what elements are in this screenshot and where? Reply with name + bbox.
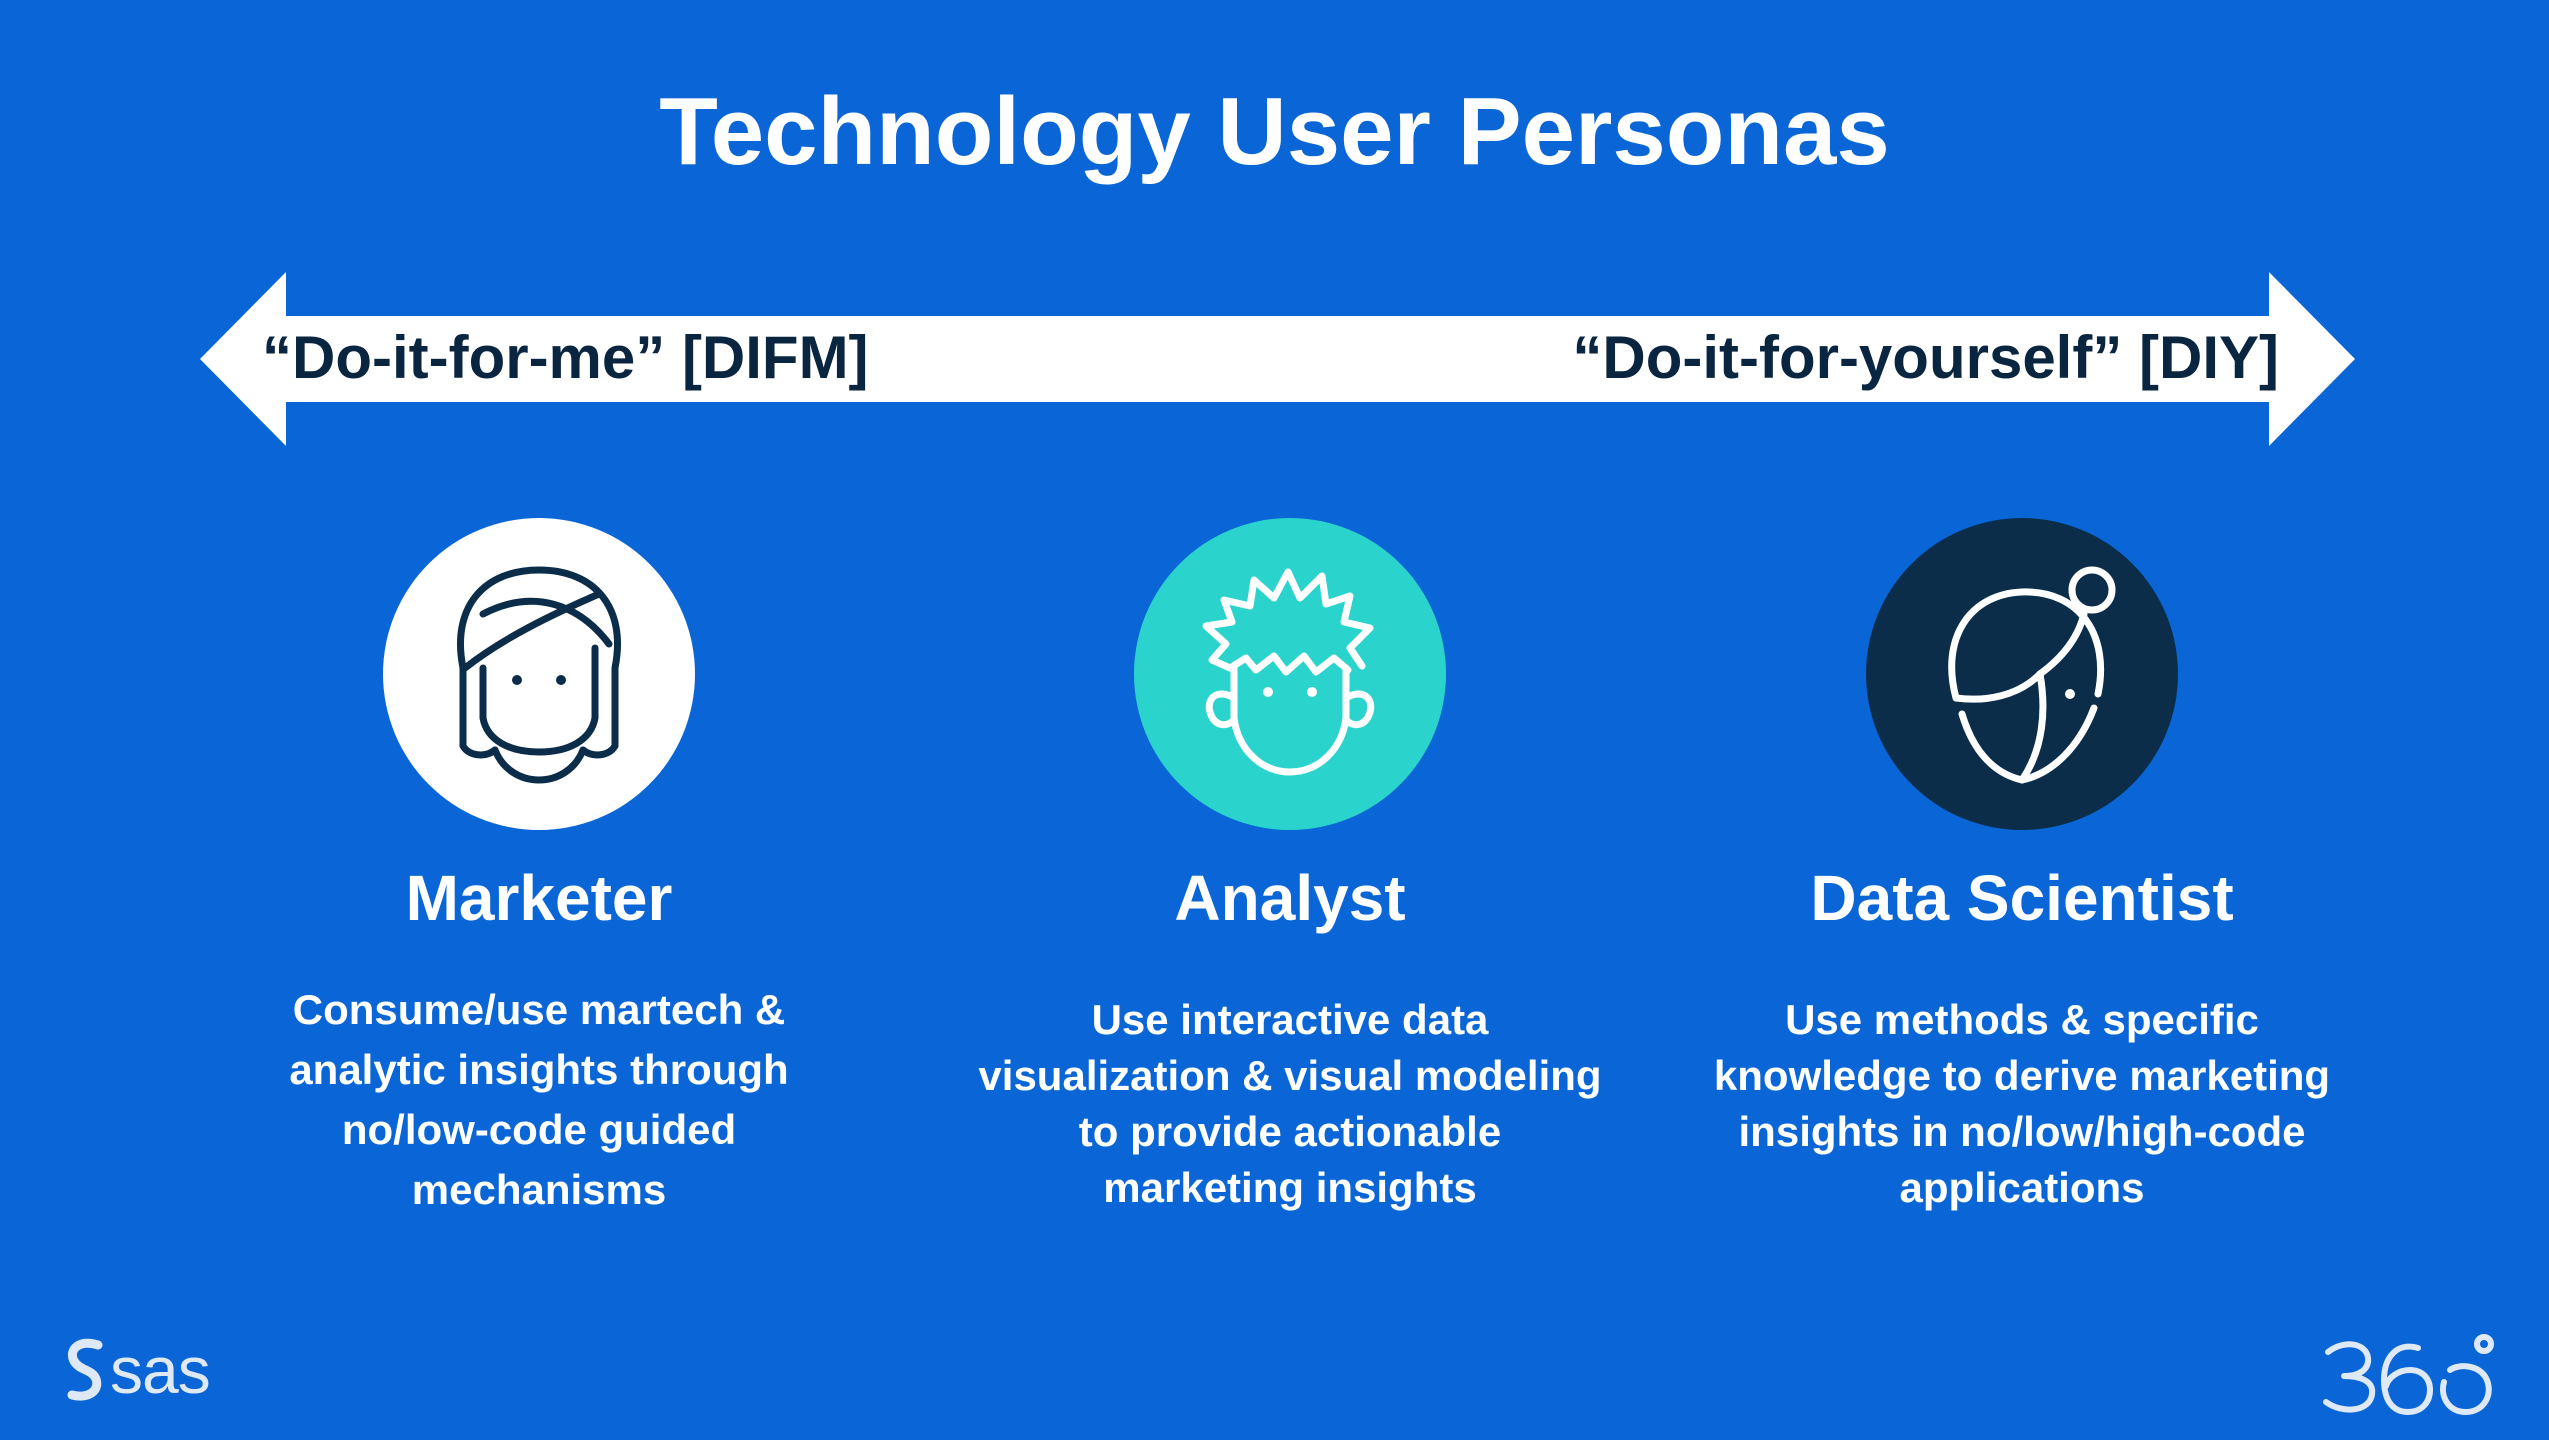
description-line: marketing insights xyxy=(1103,1164,1477,1211)
sas-wordmark: sas xyxy=(110,1333,211,1407)
diy-label: “Do-it-for-yourself” [DIY] xyxy=(1572,324,2279,391)
description-line: to provide actionable xyxy=(1078,1108,1502,1155)
persona-avatar-circle xyxy=(383,518,695,830)
persona-description: Use interactive data visualization & vis… xyxy=(890,992,1690,1216)
description-line: knowledge to derive marketing xyxy=(1713,1052,2331,1099)
description-line: Use interactive data xyxy=(1091,996,1489,1043)
description-line: visualization & visual modeling xyxy=(978,1052,1602,1099)
difm-label: “Do-it-for-me” [DIFM] xyxy=(262,324,869,391)
slide-title: Technology User Personas xyxy=(659,78,1890,185)
woman-bun-face-icon xyxy=(1948,566,2116,784)
persona-description: Consume/use martech & analytic insights … xyxy=(139,980,939,1220)
description-line: mechanisms xyxy=(411,1166,667,1213)
description-line: no/low-code guided xyxy=(341,1106,737,1153)
360-logo xyxy=(2323,1334,2494,1415)
description-line: Use methods & specific xyxy=(1785,996,2259,1043)
persona-name: Analyst xyxy=(1174,862,1406,934)
sas-swirl-icon xyxy=(67,1338,103,1401)
persona-name: Marketer xyxy=(405,862,673,934)
persona-name: Data Scientist xyxy=(1810,862,2234,934)
description-line: applications xyxy=(1899,1164,2145,1211)
persona-avatar-circle xyxy=(1866,518,2178,830)
man-spiky-hair-face-icon xyxy=(1202,568,1375,776)
woman-face-icon xyxy=(457,566,621,784)
sas-logo: sas xyxy=(62,1330,211,1410)
double-arrow-icon xyxy=(200,272,2355,446)
persona-avatar-circle xyxy=(1134,518,1446,830)
description-line: insights in no/low/high-code xyxy=(1738,1108,2306,1155)
persona-description: Use methods & specific knowledge to deri… xyxy=(1622,992,2422,1216)
description-line: analytic insights through xyxy=(289,1046,789,1093)
description-line: Consume/use martech & xyxy=(292,986,786,1033)
